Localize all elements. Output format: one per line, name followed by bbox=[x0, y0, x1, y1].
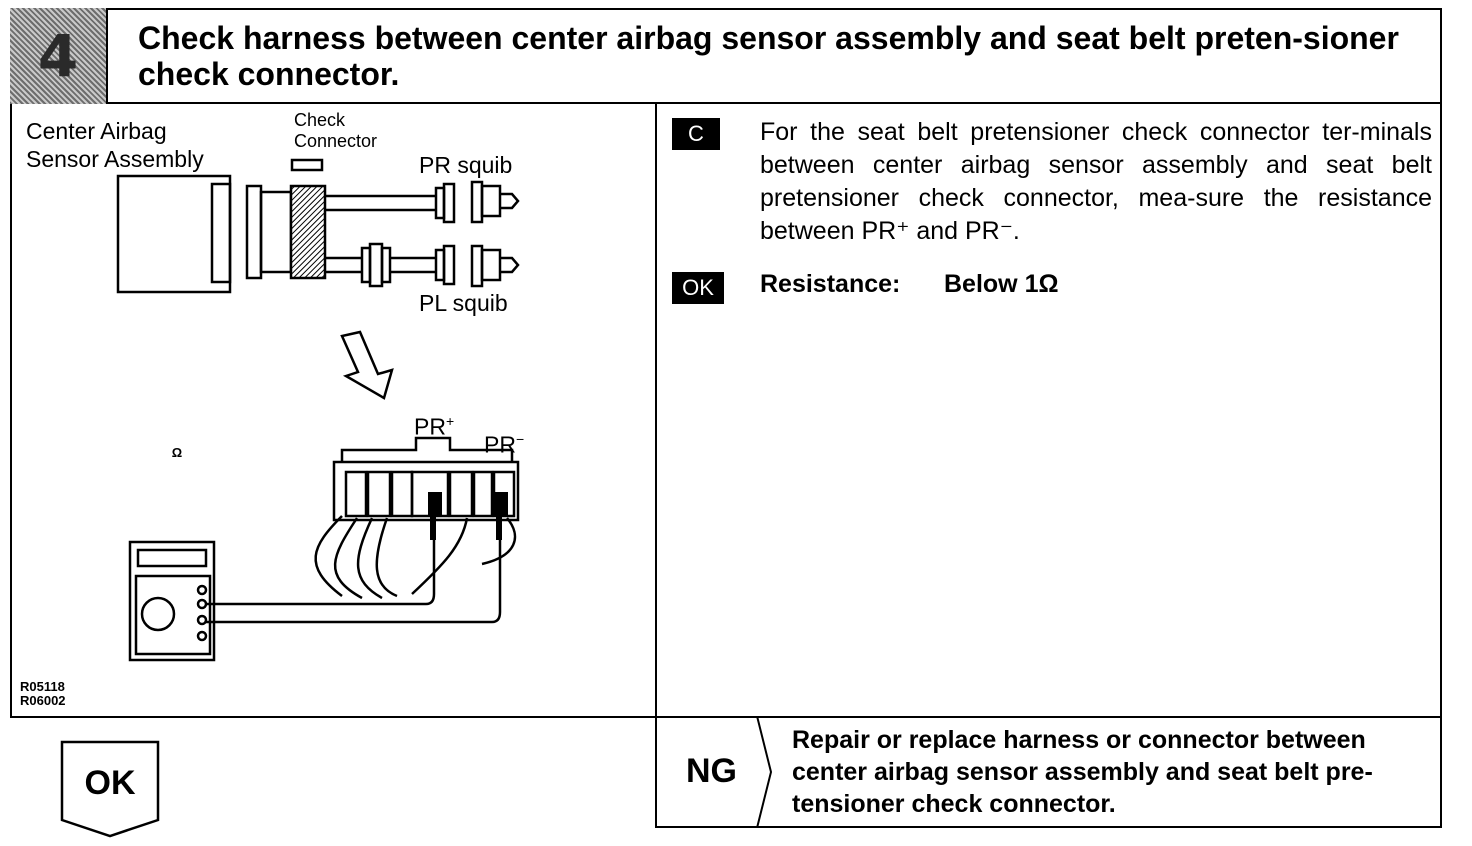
check-connector-shape bbox=[289, 184, 327, 280]
ng-divider-chevron bbox=[756, 716, 773, 828]
ohmmeter-shape bbox=[128, 540, 216, 662]
pr-squib-label: PR squib bbox=[419, 152, 513, 178]
step-number-box: 4 bbox=[10, 8, 108, 104]
figure-code-1: R05118 bbox=[20, 679, 65, 694]
pr-minus-text: PR bbox=[484, 431, 516, 458]
panel-divider bbox=[655, 104, 657, 718]
step-number: 4 bbox=[37, 22, 79, 90]
ng-action-text: Repair or replace harness or connector b… bbox=[792, 726, 1373, 818]
pr-plus-text: PR bbox=[414, 413, 446, 440]
spec-label: Resistance: bbox=[760, 270, 901, 298]
spec-value: Below 1Ω bbox=[944, 270, 1059, 298]
step-badge-c: C bbox=[672, 118, 720, 150]
instruction-text: For the seat belt pretensioner check con… bbox=[760, 118, 1432, 245]
sensor-label-line2: Sensor Assembly bbox=[26, 146, 204, 172]
step-title: Check harness between center airbag sens… bbox=[138, 20, 1399, 92]
ng-result-box bbox=[655, 716, 1442, 828]
pl-squib-label: PL squib bbox=[419, 290, 508, 316]
pr-minus-sup: − bbox=[515, 431, 525, 447]
ok-result-shape bbox=[60, 740, 160, 838]
ng-label: NG bbox=[686, 752, 737, 790]
figure-code-2: R06002 bbox=[20, 693, 66, 708]
pretensioner-connector-shape bbox=[332, 460, 520, 522]
wiring-diagram bbox=[116, 158, 520, 662]
ohm-symbol: Ω bbox=[171, 445, 183, 460]
check-connector-label-line1: Check bbox=[294, 110, 346, 130]
ok-badge: OK bbox=[672, 272, 724, 304]
check-connector-label-line2: Connector bbox=[294, 131, 378, 151]
sensor-label-line1: Center Airbag bbox=[26, 118, 167, 144]
ok-result-label: OK bbox=[84, 764, 136, 802]
pr-plus-label: PR+ bbox=[414, 408, 454, 441]
pr-minus-label: PR− bbox=[484, 426, 524, 459]
pr-plus-sup: + bbox=[445, 413, 455, 429]
